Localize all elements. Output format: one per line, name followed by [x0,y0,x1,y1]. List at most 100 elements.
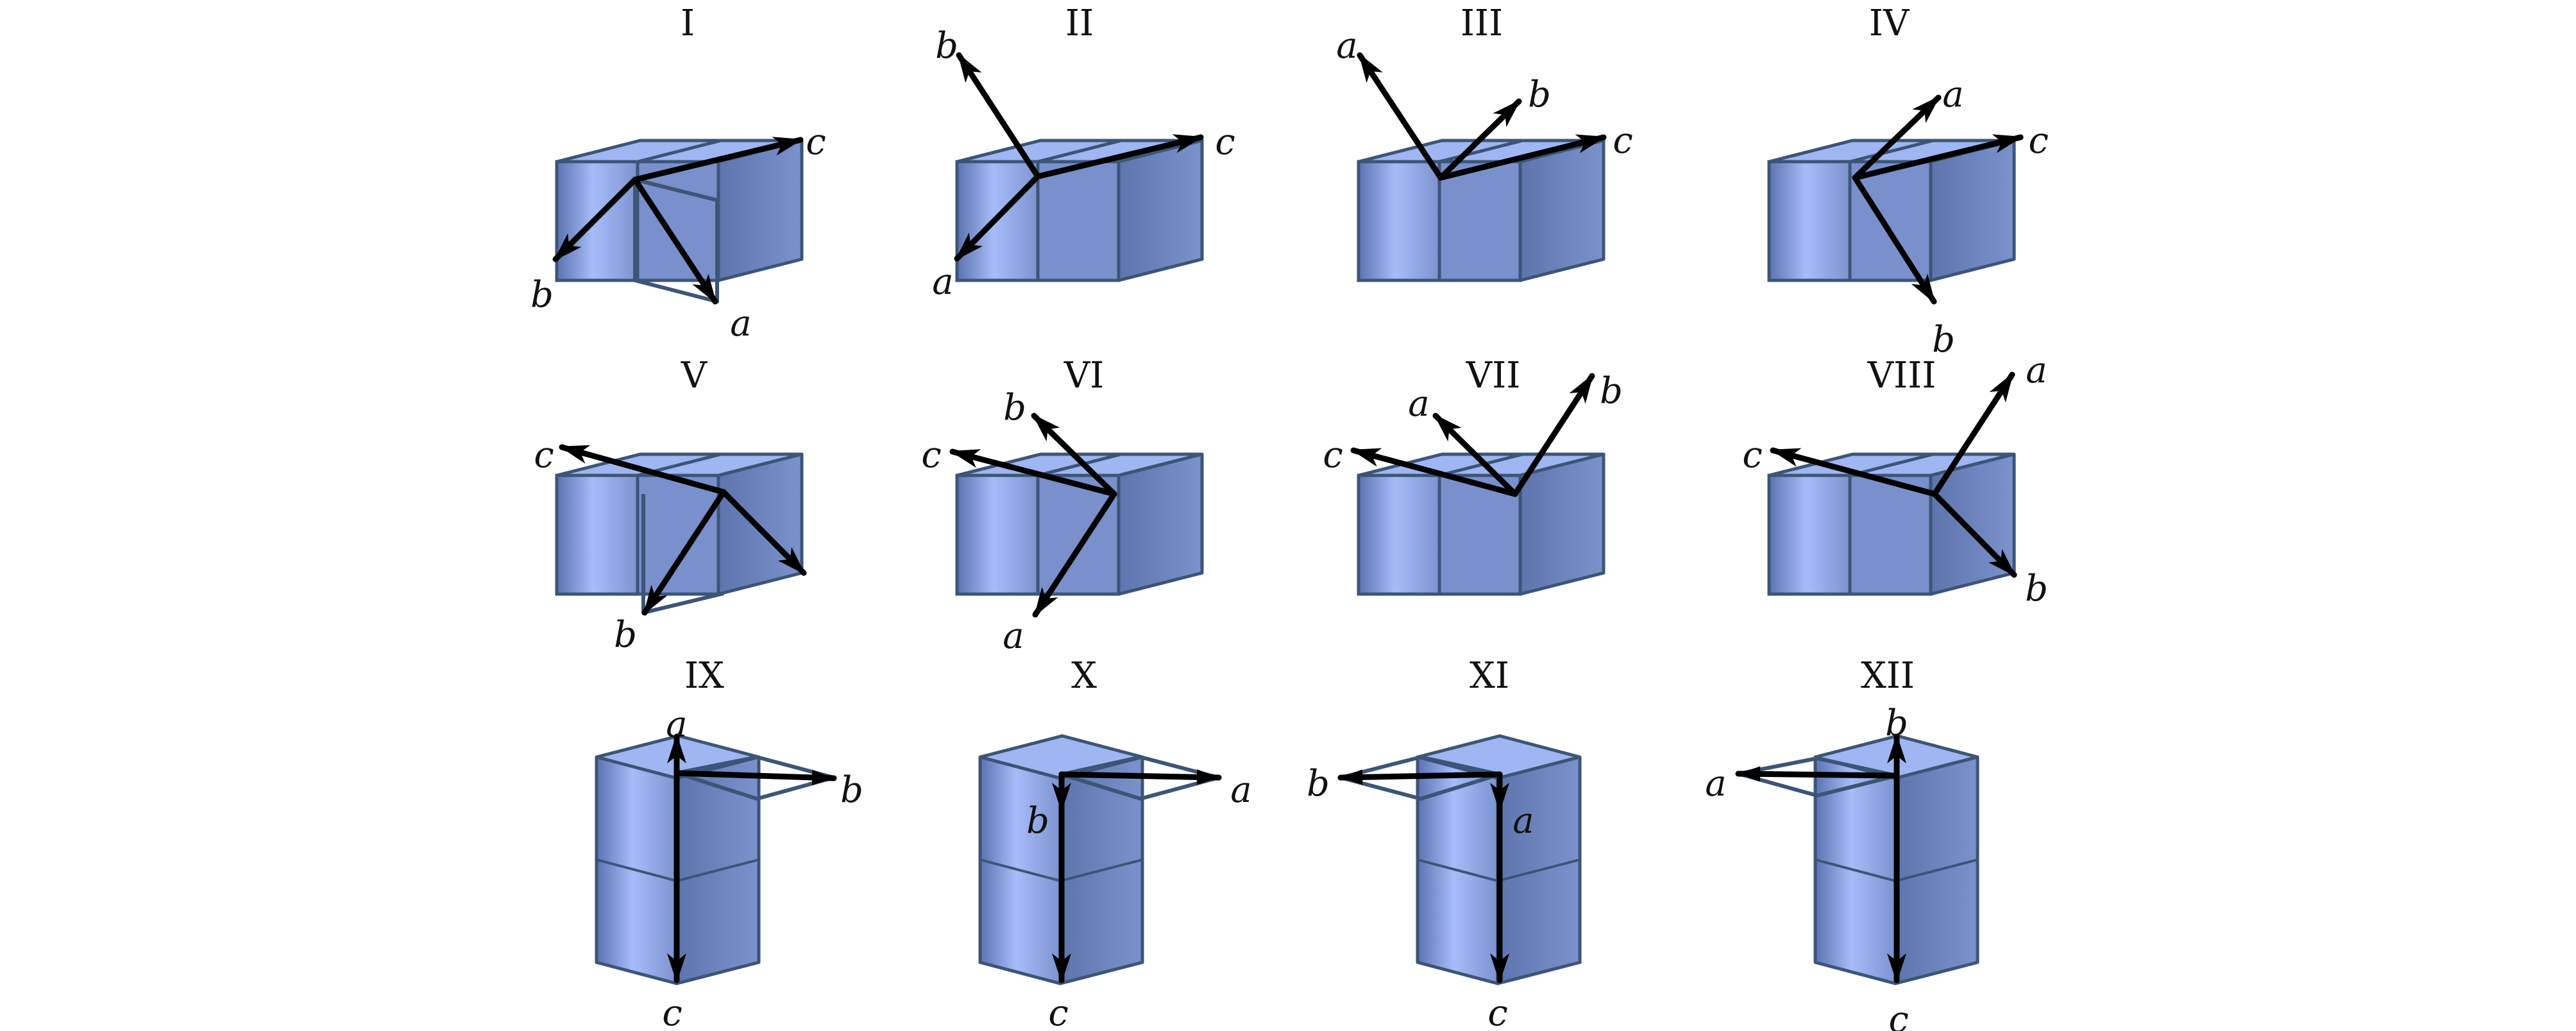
axis-arrowhead-b [1341,769,1363,785]
axis-label-a: a [1705,763,1726,805]
axis-label-b: b [1932,319,1955,361]
axis-label-a: a [1942,74,1963,115]
cube-side-face [1518,452,1606,596]
axis-label-a: a [1513,800,1534,842]
axis-label-c: c [806,121,826,163]
axis-arrow-b [1512,373,1595,497]
cell-outline [634,178,718,202]
cube-edge [1037,452,1122,477]
cube-front-face [636,160,720,282]
axis-arrow-a [954,173,1041,262]
axis-label-b: b [614,614,637,656]
axis-label-c: c [1742,434,1762,476]
axis-arrow-c [1437,134,1607,181]
axis-label-c: c [921,434,941,476]
axis-arrow-b [674,770,837,781]
cube-front-face [1437,473,1522,596]
panel-title: VIII [1867,355,1936,396]
axis-arrow-a [720,489,807,576]
cube-edge [1037,139,1122,164]
axis-label-a: a [730,303,751,345]
cube-edge [1849,452,1934,477]
axis-arrow-b [1437,98,1522,181]
axis-arrow-b [552,176,638,262]
panel-title: VI [1063,355,1105,396]
cube-side-face [1117,139,1204,282]
panel-title: II [1065,3,1094,44]
cube-front-face [1357,473,1441,596]
axis-label-a: a [2026,350,2047,391]
axis-label-c: c [1323,434,1343,476]
axis-arrowhead-a [1196,769,1219,785]
panel-title: III [1461,3,1503,44]
axis-label-c: c [662,993,682,1031]
cube-edge [637,139,722,164]
cube-front-face [1767,160,1852,282]
panel-title: XII [1861,655,1915,697]
cube-front-face [1036,160,1121,282]
panel-title: VII [1466,355,1521,396]
axis-arrow-c [949,448,1117,497]
axis-label-b: b [1026,800,1049,842]
axis-label-a: a [1003,615,1024,657]
axis-label-c: c [1215,121,1235,163]
axis-label-c: c [1048,993,1068,1031]
panel-XI: XI b a c [1307,655,1582,1031]
axis-arrow-a [1357,52,1444,181]
axis-arrowhead-b [811,769,834,785]
cube-front-face [555,473,640,596]
cube-front-face [1357,160,1441,282]
axis-label-b: b [1600,370,1623,412]
axis-arrow-c [559,444,727,495]
axis-arrow-a [632,176,718,305]
panel-title: X [1071,655,1097,697]
axis-label-a: a [1230,769,1251,811]
cube-front-face [955,473,1040,596]
cube-front-face [1767,473,1852,596]
cube-side-face [1117,452,1204,596]
axis-arrow-c [1350,447,1518,497]
cube-front-face [1437,160,1522,282]
cube-side-face [716,452,804,596]
axis-arrow-b [1337,771,1503,781]
axis-arrow-a [1852,94,1942,181]
panel-X: Xa b c [978,655,1252,1031]
axis-arrow-a [1735,771,1900,779]
axis-label-c: c [1487,993,1507,1031]
axis-arrow-a [1931,371,2015,497]
axis-arrow-c [632,137,804,183]
axis-label-a: a [1336,25,1357,67]
cube-side-face [1518,139,1606,282]
cube-front-face [1848,473,1933,596]
axis-arrow-c [1770,447,1938,497]
panel-title: IV [1869,3,1910,44]
cube-side-face [716,139,804,282]
axis-arrow-b [1852,175,1937,305]
cube-front-face [636,473,720,596]
axis-label-b: b [1885,703,1908,744]
axis-label-b: b [1307,763,1330,805]
panel-VII: VII c a b [1323,355,1623,596]
axis-label-a: a [1408,383,1429,425]
cube-side-face [1929,139,2016,282]
panel-title: XI [1470,655,1509,697]
axis-label-b: b [935,25,958,67]
panel-title: IX [684,655,724,697]
cube-front-face [1036,473,1121,596]
axis-label-a: a [666,704,687,746]
axis-arrow-b [1931,491,2017,578]
cube-front-face [1848,160,1933,282]
axis-arrowhead-a [1738,766,1761,782]
cube-edge [1439,452,1523,477]
panel-title: I [681,3,695,44]
cube-side-face [1929,452,2016,596]
axis-label-c: c [1613,120,1632,162]
